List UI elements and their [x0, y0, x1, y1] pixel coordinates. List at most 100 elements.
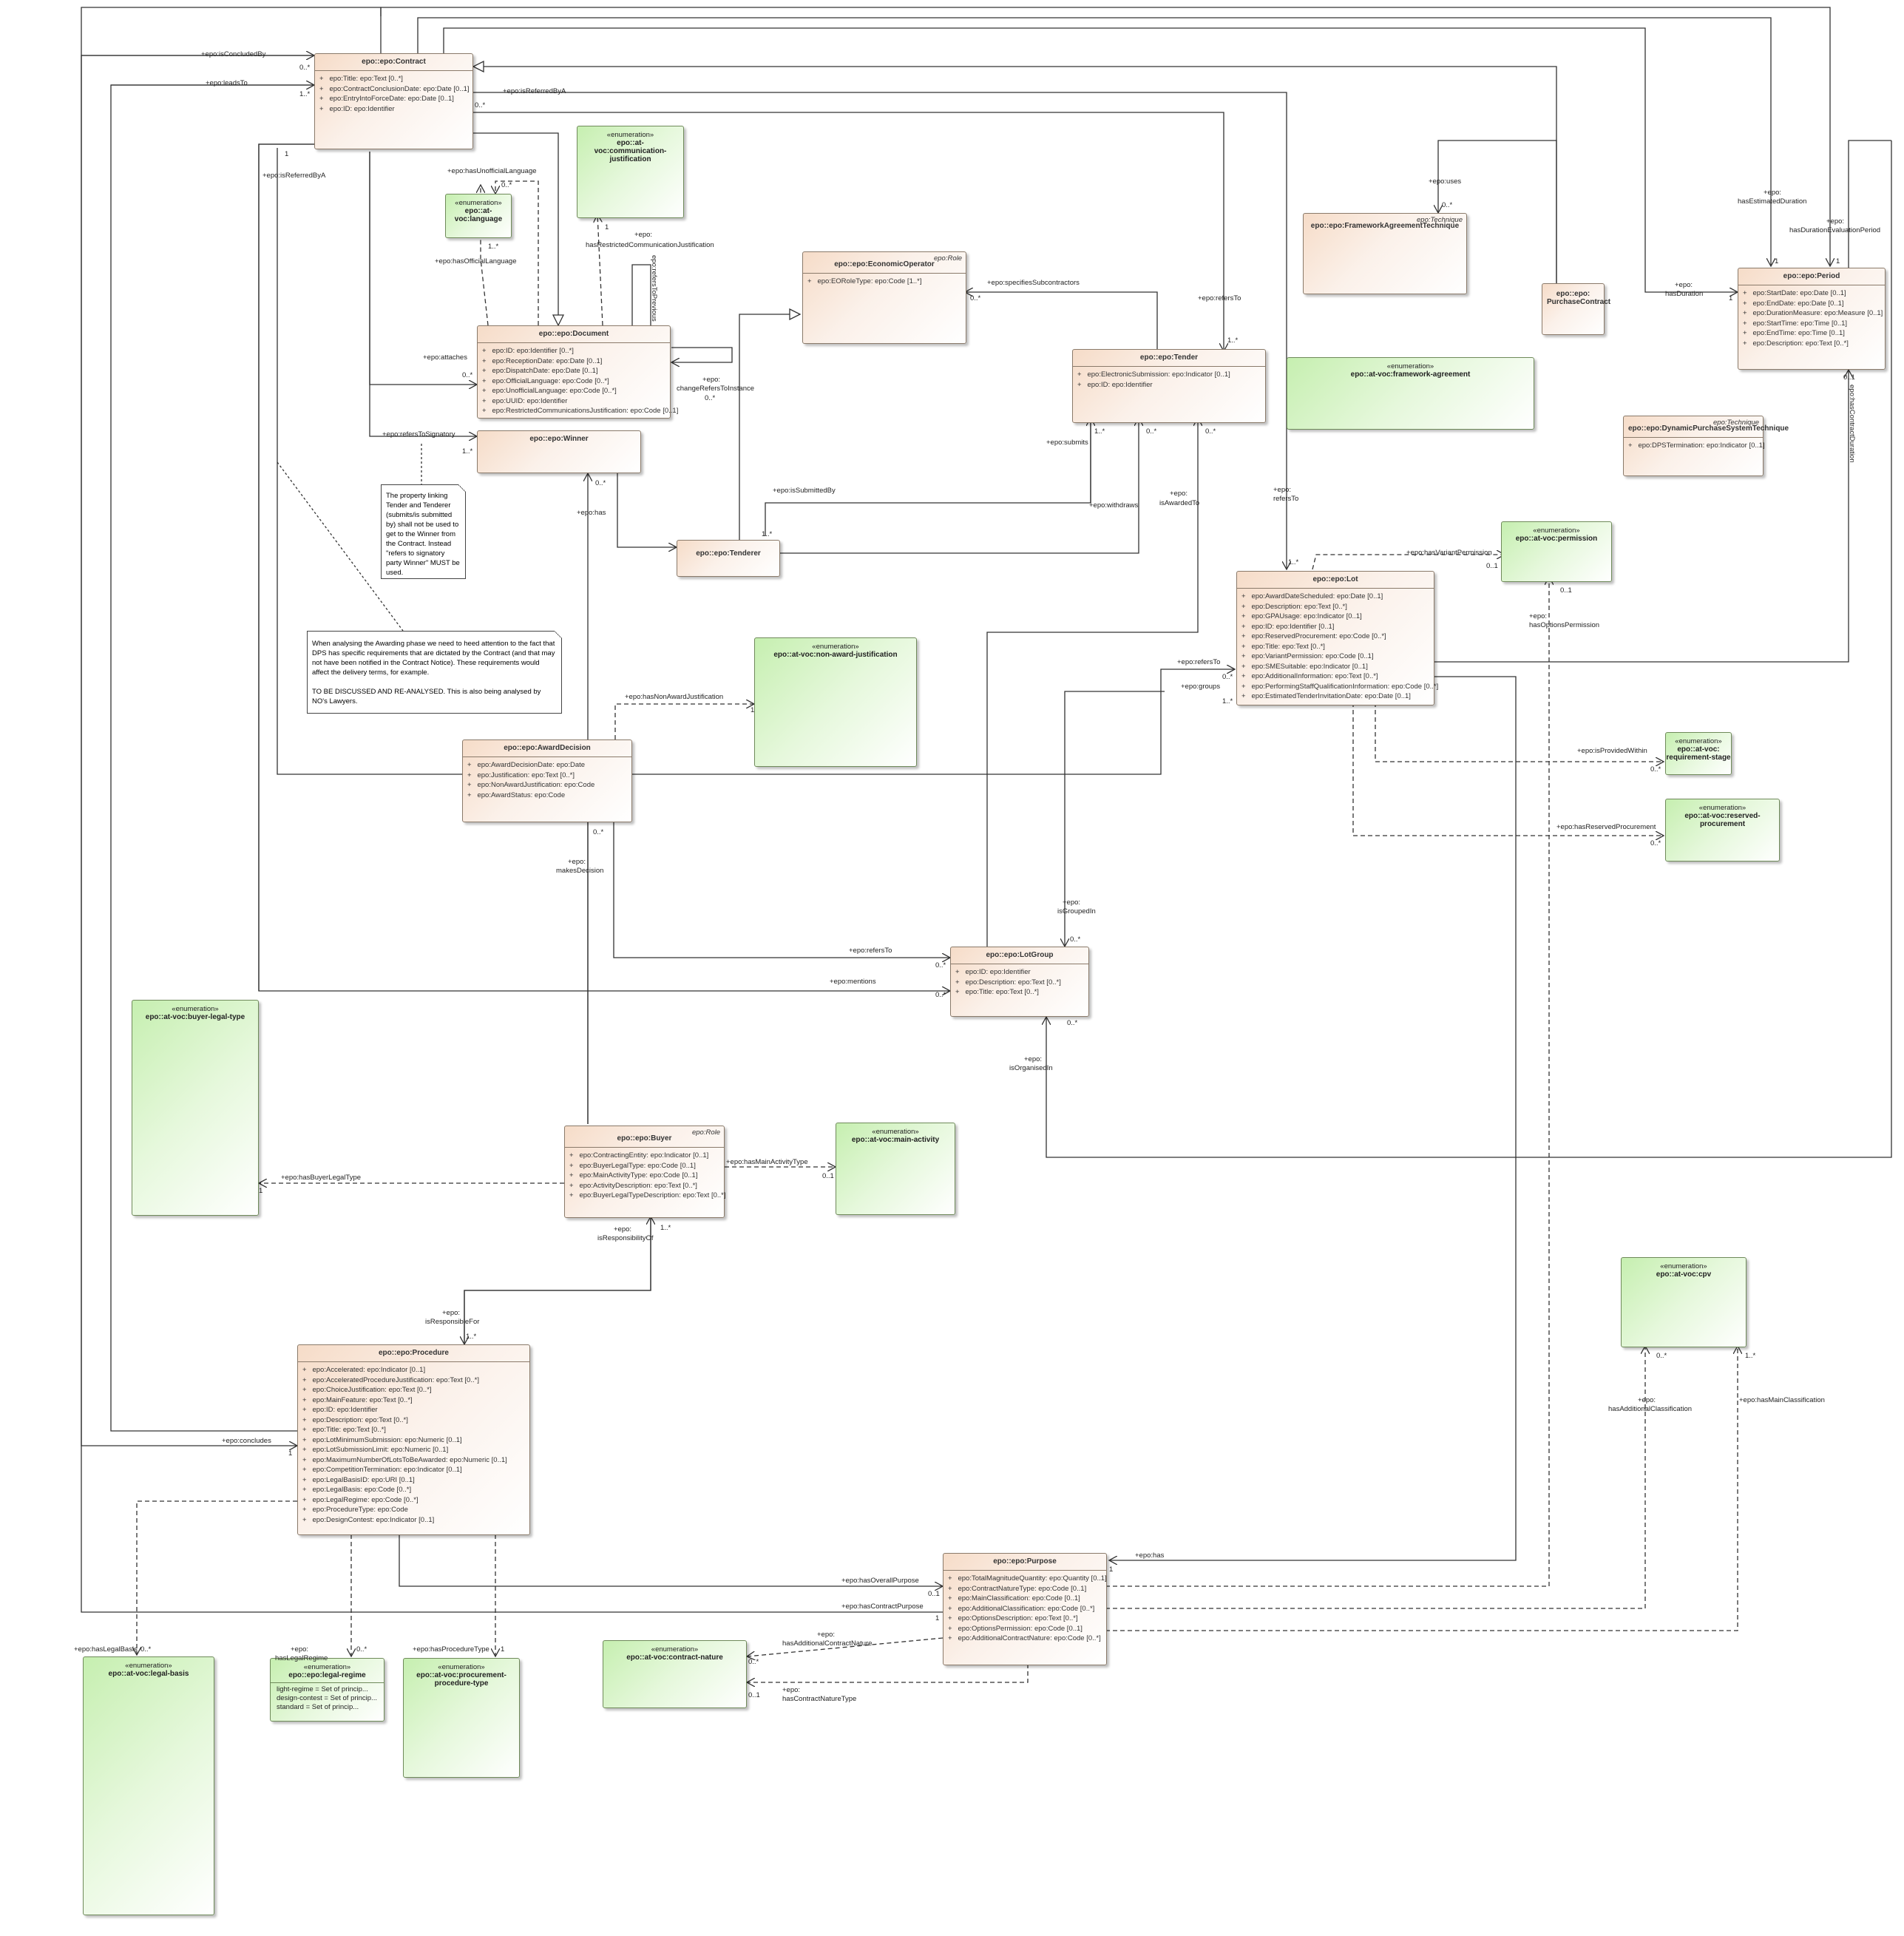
attribute: epo:Title: epo:Text [0..*]	[1241, 642, 1429, 652]
enum-legal-regime[interactable]: «enumeration» epo::epo:legal-regime ligh…	[270, 1658, 384, 1722]
label-epo-prefix-15: +epo:	[291, 1645, 309, 1654]
label-has-legal-regime: hasLegalRegime	[275, 1654, 328, 1662]
label-is-provided-within: +epo:isProvidedWithin	[1577, 747, 1647, 755]
class-tenderer[interactable]: epo::epo:Tenderer	[677, 540, 780, 577]
class-name: epo::epo:Purpose	[993, 1557, 1057, 1566]
label-has-estimated-duration: hasEstimatedDuration	[1738, 197, 1807, 206]
class-purpose[interactable]: epo::epo:Purpose epo:TotalMagnitudeQuant…	[943, 1553, 1107, 1665]
attribute: epo:TotalMagnitudeQuantity: epo:Quantity…	[948, 1574, 1106, 1584]
class-document[interactable]: epo::epo:Document epo:ID: epo:Identifier…	[477, 325, 678, 419]
label-is-grouped-in: isGroupedIn	[1057, 907, 1096, 915]
class-name: epo::epo:AwardDecision	[504, 744, 591, 752]
class-lot[interactable]: epo::epo:Lot epo:AwardDateScheduled: epo…	[1236, 571, 1438, 705]
enum-communication-justification[interactable]: «enumeration» epo::at-voc:communication-…	[577, 126, 684, 218]
multiplicity: 1	[1109, 1566, 1114, 1574]
label-has-contract-duration: epo:hasContractDuration	[1848, 385, 1856, 463]
attribute: epo:DurationMeasure: epo:Measure [0..1]	[1743, 308, 1883, 319]
class-attributes: epo:ID: epo:Identifier epo:Description: …	[951, 964, 1088, 1001]
class-attributes: epo:AwardDecisionDate: epo:Date epo:Just…	[463, 757, 631, 803]
class-tender[interactable]: epo::epo:Tender epo:ElectronicSubmission…	[1072, 349, 1266, 423]
multiplicity: 1	[1836, 257, 1840, 265]
attribute: epo:AcceleratedProcedureJustification: e…	[302, 1375, 525, 1386]
multiplicity: 1..*	[762, 530, 773, 538]
class-procedure-header: epo::epo:Procedure	[298, 1345, 529, 1362]
attribute: epo:Title: epo:Text [0..*]	[302, 1425, 525, 1435]
enum-non-award-justification[interactable]: «enumeration» epo::at-voc:non-award-just…	[754, 637, 917, 767]
enum-procurement-procedure-type[interactable]: «enumeration» epo::at-voc:procurement-pr…	[403, 1658, 520, 1778]
enum-permission[interactable]: «enumeration» epo::at-voc:permission	[1501, 521, 1612, 582]
enum-framework-agreement[interactable]: «enumeration» epo::at-voc:framework-agre…	[1287, 357, 1534, 430]
multiplicity: 0..*	[140, 1645, 152, 1654]
attribute: epo:CompetitionTermination: epo:Indicato…	[302, 1465, 525, 1475]
stereotype: «enumeration»	[438, 1663, 485, 1671]
enum-reserved-procurement[interactable]: «enumeration» epo::at-voc:reserved-procu…	[1665, 799, 1780, 862]
attribute: epo:DesignContest: epo:Indicator [0..1]	[302, 1515, 525, 1526]
stereotype: «enumeration»	[1533, 527, 1580, 535]
attribute: epo:EstimatedTenderInvitationDate: epo:D…	[1241, 691, 1429, 702]
class-name: epo::epo:FrameworkAgreementTechnique	[1310, 222, 1460, 230]
class-name: epo::epo:Contract	[362, 58, 426, 66]
label-has-main-activity-type: +epo:hasMainActivityType	[726, 1158, 808, 1166]
label-is-referred-by-a: +epo:isReferredByA	[503, 87, 566, 95]
class-contract[interactable]: epo::epo:Contract epo:Title: epo:Text [0…	[314, 53, 473, 149]
label-epo-prefix-9: +epo:	[1063, 898, 1081, 907]
multiplicity: 1..*	[1222, 697, 1233, 705]
attribute: epo:BuyerLegalTypeDescription: epo:Text …	[569, 1191, 725, 1201]
enum-name: epo::at-voc:buyer-legal-type	[145, 1013, 245, 1021]
label-epo-prefix-17: +epo:	[782, 1686, 801, 1694]
label-has-options-permission: hasOptionsPermission	[1529, 621, 1600, 629]
label-is-awarded-to: isAwardedTo	[1159, 499, 1200, 507]
class-attributes: epo:StartDate: epo:Date [0..1] epo:EndDa…	[1738, 285, 1885, 351]
multiplicity: 0..*	[705, 394, 716, 402]
multiplicity: 1..*	[1227, 336, 1239, 345]
enum-requirement-stage[interactable]: «enumeration» epo::at-voc: requirement-s…	[1665, 732, 1732, 775]
attribute: epo:ID: epo:Identifier [0..1]	[1241, 622, 1429, 632]
label-epo-prefix-12: +epo:	[614, 1225, 632, 1233]
label-epo-prefix-13: +epo:	[442, 1309, 461, 1317]
attribute: epo:SMESuitable: epo:Indicator [0..1]	[1241, 662, 1429, 672]
label-epo-prefix-6: +epo:	[1170, 490, 1188, 498]
enum-buyer-legal-type[interactable]: «enumeration» epo::at-voc:buyer-legal-ty…	[132, 1000, 259, 1216]
enum-contract-nature[interactable]: «enumeration» epo::at-voc:contract-natur…	[603, 1640, 747, 1708]
class-winner[interactable]: epo::epo:Winner	[477, 430, 641, 473]
enum-main-activity[interactable]: «enumeration» epo::at-voc:main-activity	[836, 1123, 955, 1215]
attribute: epo:ID: epo:Identifier [0..*]	[482, 346, 665, 356]
class-period-header: epo::epo:Period	[1738, 268, 1885, 285]
class-purpose-header: epo::epo:Purpose	[943, 1554, 1106, 1571]
multiplicity: 0..*	[595, 479, 606, 487]
attribute: epo:EntryIntoForceDate: epo:Date [0..1]	[319, 94, 468, 104]
label-has-restricted-comm: hasRestrictedCommunicationJustification	[586, 241, 714, 249]
class-name: epo::epo:DynamicPurchaseSystemTechnique	[1628, 424, 1789, 433]
attribute: epo:ActivityDescription: epo:Text [0..*]	[569, 1181, 719, 1191]
class-procedure[interactable]: epo::epo:Procedure epo:Accelerated: epo:…	[297, 1344, 530, 1535]
attribute: epo:NonAwardJustification: epo:Code	[467, 780, 627, 791]
multiplicity: 1..*	[1094, 427, 1105, 436]
enum-name: epo::epo:legal-regime	[288, 1671, 366, 1679]
attribute: epo:MainClassification: epo:Code [0..1]	[948, 1594, 1102, 1604]
note-tender-winner: The property linking Tender and Tenderer…	[381, 484, 466, 579]
class-lot-group[interactable]: epo::epo:LotGroup epo:ID: epo:Identifier…	[950, 947, 1089, 1017]
class-purchase-contract[interactable]: epo::epo:PurchaseContract	[1542, 283, 1610, 335]
class-pc-header: epo::epo:PurchaseContract	[1542, 284, 1610, 311]
class-period[interactable]: epo::epo:Period epo:StartDate: epo:Date …	[1738, 268, 1886, 370]
stereotype: «enumeration»	[1675, 737, 1722, 745]
label-is-responsible-for: isResponsibleFor	[425, 1318, 480, 1326]
class-name: epo::epo:Document	[538, 330, 609, 338]
label-epo-prefix-8: +epo:	[1529, 612, 1548, 620]
enum-legal-basis[interactable]: «enumeration» epo::at-voc:legal-basis	[83, 1656, 214, 1915]
enum-name: epo::at-voc:contract-nature	[626, 1654, 723, 1662]
attribute: epo:MainActivityType: epo:Code [0..1]	[569, 1171, 719, 1181]
multiplicity: 0..*	[501, 181, 512, 189]
class-award-decision[interactable]: epo::epo:AwardDecision epo:AwardDecision…	[462, 739, 632, 822]
label-epo-prefix-4: +epo:	[1826, 217, 1845, 226]
stereotype: «enumeration»	[455, 199, 502, 207]
enum-cpv[interactable]: «enumeration» epo::at-voc:cpv	[1621, 1257, 1747, 1347]
enum-language[interactable]: «enumeration» epo::at-voc:language	[445, 194, 512, 238]
label-has-buyer-legal-type: +epo:hasBuyerLegalType	[281, 1174, 362, 1182]
stereotype: «enumeration»	[651, 1645, 699, 1654]
